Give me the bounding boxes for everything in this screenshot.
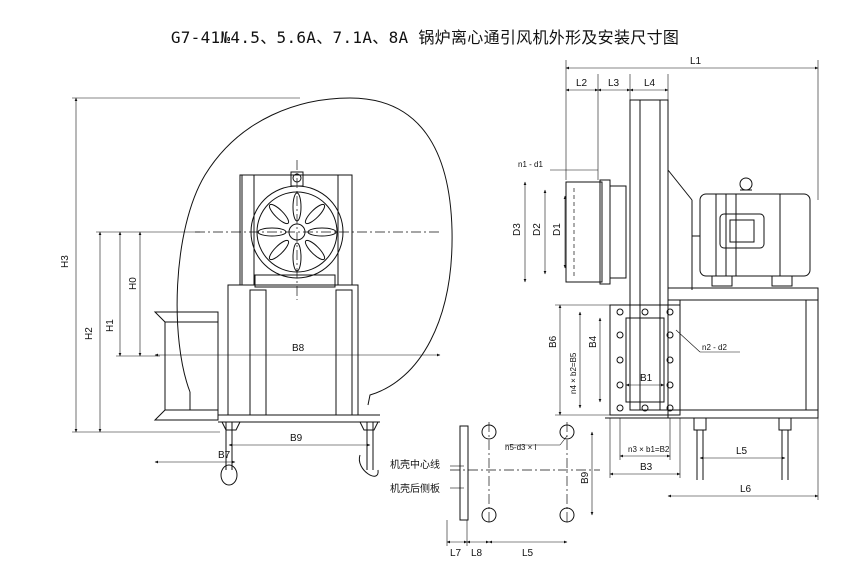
dim-h1: H1 — [105, 319, 116, 332]
dim-b7: B7 — [218, 450, 231, 461]
dim-n3-b1-b2: n3 × b1=B2 — [628, 445, 670, 454]
label-rear-plate: 机壳后侧板 — [390, 482, 440, 495]
inlet-duct — [153, 311, 219, 421]
dim-l3: L3 — [608, 78, 620, 89]
dim-h0: H0 — [128, 277, 139, 290]
dim-l7: L7 — [450, 548, 462, 559]
label-n2-d2: n2 - d2 — [702, 343, 727, 352]
foot-bolts-side — [693, 417, 792, 480]
outlet-flange — [609, 304, 681, 416]
dim-b9-base: B9 — [580, 471, 591, 484]
dim-b1: B1 — [640, 373, 653, 384]
dim-b9: B9 — [290, 433, 303, 444]
foot-bolts-front — [220, 421, 379, 486]
volute-casing — [176, 97, 453, 406]
label-n1-d1: n1 - d1 — [518, 160, 543, 169]
dim-d3: D3 — [512, 223, 523, 236]
dim-h3: H3 — [60, 255, 71, 268]
front-view: H3 H2 H1 H0 B8 B9 B7 — [60, 97, 453, 486]
motor — [692, 177, 811, 287]
base-plan-view: n5-d3 × l 机壳中心线 机壳后侧板 B9 L7 L8 L5 — [390, 422, 600, 559]
dim-d1: D1 — [552, 223, 563, 236]
dim-l6: L6 — [740, 484, 752, 495]
dim-b4: B4 — [588, 335, 599, 348]
side-view: L1 L2 L3 L4 — [512, 56, 819, 500]
dim-l5-side: L5 — [736, 446, 748, 457]
dim-h2: H2 — [84, 327, 95, 340]
dim-d2: D2 — [532, 223, 543, 236]
dim-b6: B6 — [548, 335, 559, 348]
dim-b8: B8 — [292, 343, 305, 354]
dim-l1: L1 — [690, 56, 702, 67]
label-n5-d3-l: n5-d3 × l — [505, 443, 537, 452]
label-center-line: 机壳中心线 — [390, 458, 440, 471]
dim-l4: L4 — [644, 78, 656, 89]
dim-b3: B3 — [640, 462, 653, 473]
support-frame — [218, 174, 380, 423]
dim-l2: L2 — [576, 78, 588, 89]
drawing-title: G7-41№4.5、5.6A、7.1A、8A 锅炉离心通引风机外形及安装尺寸图 — [170, 28, 680, 47]
dim-l8: L8 — [471, 548, 483, 559]
dim-n4-b2-b5: n4 × b2=B5 — [569, 352, 578, 394]
dim-l5-base: L5 — [522, 548, 534, 559]
